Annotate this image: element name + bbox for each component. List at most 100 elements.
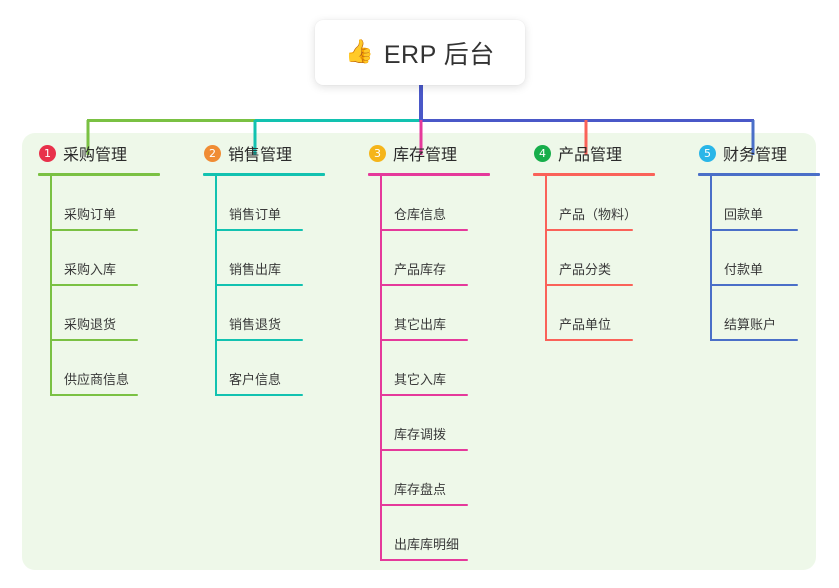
list-item[interactable]: 客户信息	[215, 341, 352, 396]
branch-header[interactable]: 1 采购管理	[36, 133, 187, 173]
branch-column: 1 采购管理采购订单采购入库采购退货供应商信息	[22, 133, 187, 570]
branch-header-rule	[698, 173, 820, 176]
root-title: ERP 后台	[383, 40, 495, 69]
list-item[interactable]: 仓库信息	[380, 176, 517, 231]
list-item[interactable]: 采购入库	[50, 231, 187, 286]
branch-spine	[50, 176, 52, 396]
branch-spine	[215, 176, 217, 396]
list-item-rule	[50, 229, 138, 231]
branch-column: 2 销售管理销售订单销售出库销售退货客户信息	[187, 133, 352, 570]
list-item-rule	[380, 284, 468, 286]
branch-columns: 1 采购管理采购订单采购入库采购退货供应商信息 2 销售管理销售订单销售出库销售退货客…	[22, 133, 820, 570]
list-item-label: 供应商信息	[64, 372, 130, 387]
list-item[interactable]: 产品库存	[380, 231, 517, 286]
list-item-rule	[215, 229, 303, 231]
list-item-label: 客户信息	[229, 372, 282, 387]
list-item-label: 产品单位	[559, 317, 612, 332]
list-item-label: 回款单	[724, 207, 764, 222]
branch-number-badge: 3	[369, 144, 386, 162]
list-item-label: 产品库存	[394, 262, 447, 277]
list-item[interactable]: 库存调拨	[380, 396, 517, 451]
list-item-rule	[710, 229, 798, 231]
list-item-label: 仓库信息	[394, 207, 447, 222]
list-item-rule	[215, 284, 303, 286]
branch-items: 回款单付款单结算账户	[710, 176, 839, 341]
list-item[interactable]: 产品分类	[545, 231, 682, 286]
list-item-label: 产品（物料）	[559, 207, 638, 222]
list-item-rule	[380, 394, 468, 396]
root-node[interactable]: 👍 ERP 后台	[315, 20, 525, 85]
branch-title: 财务管理	[723, 147, 788, 164]
branch-number-badge: 5	[699, 144, 716, 162]
branch-header[interactable]: 3 库存管理	[366, 133, 517, 173]
list-item-label: 结算账户	[724, 317, 777, 332]
branch-column: 5 财务管理回款单付款单结算账户	[682, 133, 839, 570]
list-item-rule	[545, 339, 633, 341]
list-item[interactable]: 产品（物料）	[545, 176, 682, 231]
list-item-rule	[50, 284, 138, 286]
list-item-label: 采购退货	[64, 317, 117, 332]
list-item-label: 采购入库	[64, 262, 117, 277]
list-item[interactable]: 采购退货	[50, 286, 187, 341]
list-item-label: 其它入库	[394, 372, 447, 387]
list-item[interactable]: 出库库明细	[380, 506, 517, 561]
branch-spine	[380, 176, 382, 561]
branch-header-rule	[38, 173, 160, 176]
branch-items: 仓库信息产品库存其它出库其它入库库存调拨库存盘点出库库明细	[380, 176, 517, 561]
list-item-rule	[380, 449, 468, 451]
branch-title: 库存管理	[393, 147, 458, 164]
list-item-label: 付款单	[724, 262, 764, 277]
list-item-rule	[380, 339, 468, 341]
list-item-label: 销售订单	[229, 207, 282, 222]
list-item[interactable]: 结算账户	[710, 286, 839, 341]
branch-number-badge: 2	[204, 144, 221, 162]
list-item-rule	[380, 229, 468, 231]
list-item-rule	[215, 394, 303, 396]
list-item-label: 销售退货	[229, 317, 282, 332]
list-item-rule	[215, 339, 303, 341]
list-item-rule	[380, 504, 468, 506]
list-item[interactable]: 产品单位	[545, 286, 682, 341]
list-item[interactable]: 库存盘点	[380, 451, 517, 506]
list-item[interactable]: 供应商信息	[50, 341, 187, 396]
branch-title: 销售管理	[228, 147, 293, 164]
branch-number-badge: 1	[39, 144, 56, 162]
list-item[interactable]: 销售出库	[215, 231, 352, 286]
branch-column: 3 库存管理仓库信息产品库存其它出库其它入库库存调拨库存盘点出库库明细	[352, 133, 517, 570]
list-item[interactable]: 销售订单	[215, 176, 352, 231]
branch-title: 采购管理	[63, 147, 128, 164]
branch-title: 产品管理	[558, 147, 623, 164]
list-item-label: 销售出库	[229, 262, 282, 277]
list-item[interactable]: 其它出库	[380, 286, 517, 341]
list-item-label: 库存调拨	[394, 427, 447, 442]
branch-spine	[545, 176, 547, 341]
branch-header-rule	[533, 173, 655, 176]
branch-items: 采购订单采购入库采购退货供应商信息	[50, 176, 187, 396]
list-item[interactable]: 其它入库	[380, 341, 517, 396]
list-item-rule	[50, 394, 138, 396]
list-item[interactable]: 采购订单	[50, 176, 187, 231]
branch-items: 销售订单销售出库销售退货客户信息	[215, 176, 352, 396]
branch-header-rule	[368, 173, 490, 176]
list-item-rule	[710, 339, 798, 341]
list-item-label: 库存盘点	[394, 482, 447, 497]
list-item-rule	[545, 229, 633, 231]
branches-panel	[22, 133, 816, 570]
branch-header[interactable]: 2 销售管理	[201, 133, 352, 173]
list-item[interactable]: 回款单	[710, 176, 839, 231]
list-item-rule	[545, 284, 633, 286]
list-item-label: 产品分类	[559, 262, 612, 277]
list-item[interactable]: 付款单	[710, 231, 839, 286]
list-item[interactable]: 销售退货	[215, 286, 352, 341]
branch-header-rule	[203, 173, 325, 176]
branch-header[interactable]: 5 财务管理	[696, 133, 839, 173]
list-item-rule	[380, 559, 468, 561]
branch-items: 产品（物料） 产品分类产品单位	[545, 176, 682, 341]
list-item-label: 其它出库	[394, 317, 447, 332]
list-item-label: 出库库明细	[394, 537, 460, 552]
list-item-rule	[50, 339, 138, 341]
list-item-label: 采购订单	[64, 207, 117, 222]
